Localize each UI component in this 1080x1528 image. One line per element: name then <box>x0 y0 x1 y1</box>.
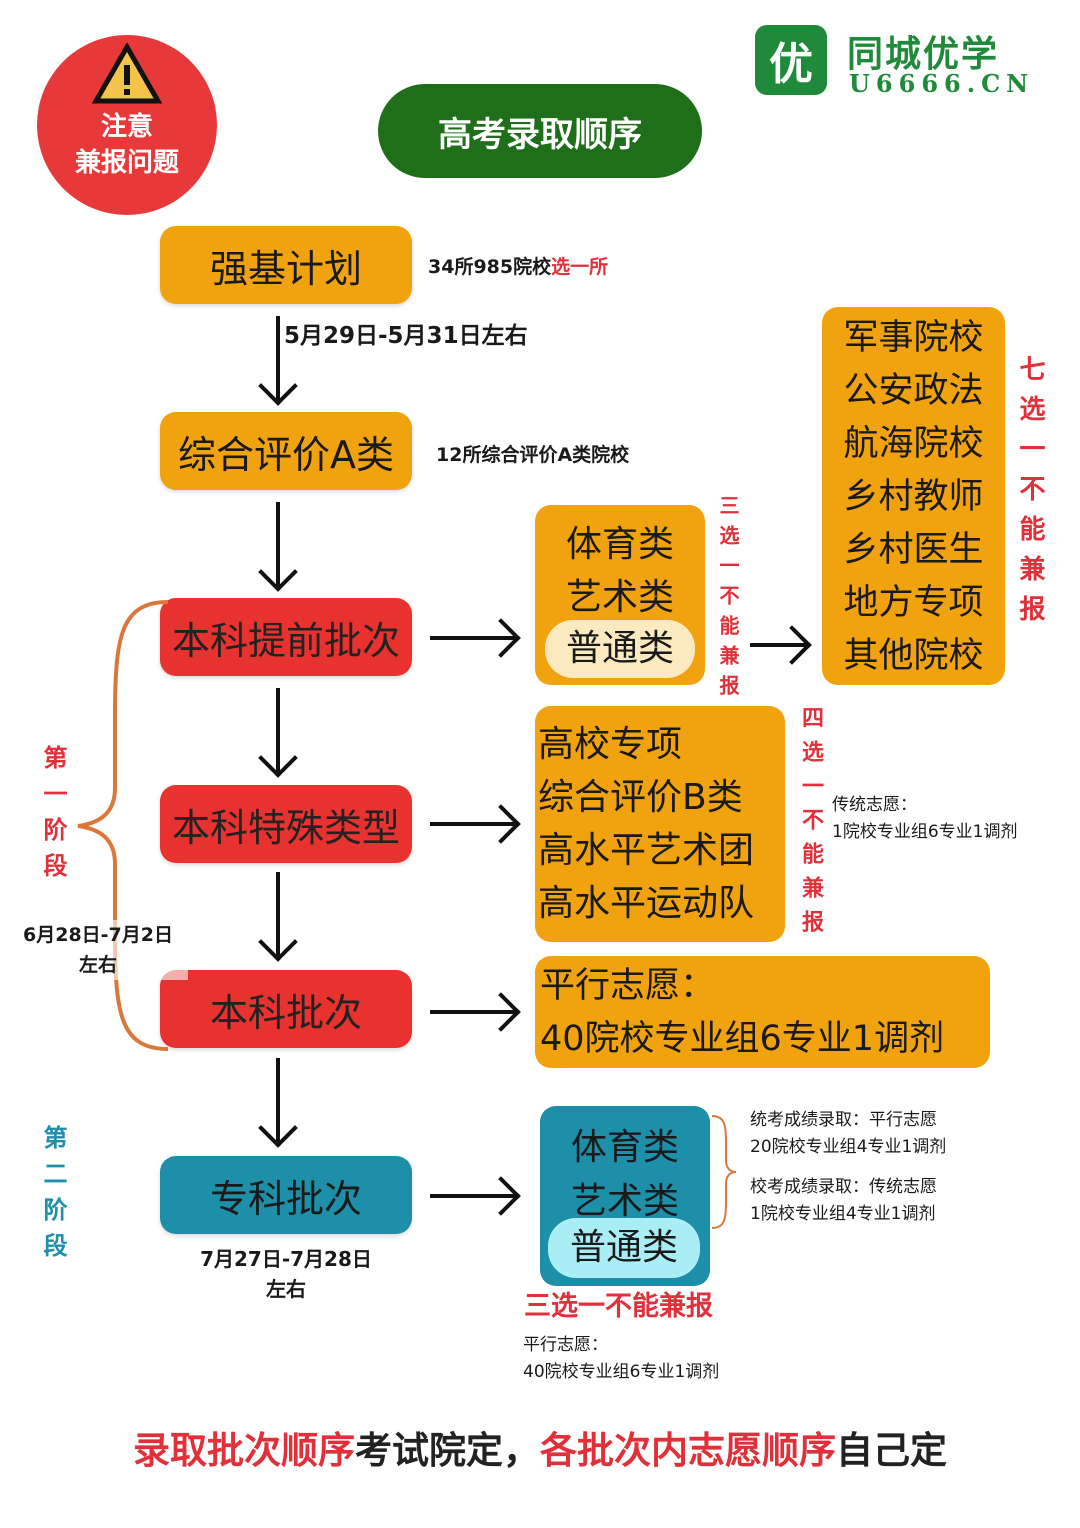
warning-line2: 兼报问题 <box>74 148 179 178</box>
arrow-right <box>430 636 515 640</box>
zhuanke-option-normal: 普通类 <box>548 1218 700 1278</box>
tiqian-subrule: 七选一不能兼报 <box>1015 355 1045 635</box>
warning-line1: 注意 <box>100 112 153 142</box>
benke-volunteer: 平行志愿：40院校专业组6专业1调剂 <box>540 966 945 1059</box>
arrow-down <box>276 502 280 586</box>
arrow-down <box>276 688 280 772</box>
teshu-box: 本科特殊类型 <box>160 785 412 863</box>
page-title: 高考录取顺序 <box>378 84 702 178</box>
arrow-down <box>276 872 280 956</box>
zonghe-a-note: 12所综合评价A类院校 <box>436 444 630 466</box>
stage1-date: 6月28日-7月2日左右 <box>8 920 188 980</box>
zhuanke-date: 7月27日-7月28日左右 <box>200 1247 372 1301</box>
arrow-right <box>430 1194 515 1198</box>
zhuanke-rule: 三选一不能兼报 <box>524 1291 713 1322</box>
stage1-label: 第一阶段 <box>39 745 67 889</box>
arrow-right <box>430 822 515 826</box>
qiangji-box: 强基计划 <box>160 226 412 304</box>
tiqian-suboptions: 军事院校公安政法航海院校乡村教师乡村医生地方专项其他院校 <box>843 318 984 676</box>
logo-url: U6666.CN <box>849 69 1035 98</box>
zhuanke-option: 艺术类 <box>570 1181 679 1222</box>
arrow-down <box>276 1058 280 1142</box>
zhuanke-box: 专科批次 <box>160 1156 412 1234</box>
zhuanke-normal-note: 平行志愿：40院校专业组6专业1调剂 <box>523 1335 720 1382</box>
tiqian-option: 艺术类 <box>565 577 674 618</box>
tiqian-option: 体育类 <box>565 524 674 565</box>
tiqian-suboptions-box <box>822 307 1005 685</box>
zhuanke-option: 体育类 <box>570 1127 679 1168</box>
arrow-right <box>750 643 806 647</box>
teshu-note: 传统志愿：1院校专业组6专业1调剂 <box>832 795 1018 842</box>
qiangji-date: 5月29日-5月31日左右 <box>284 323 528 349</box>
tiqian-option-normal: 普通类 <box>545 620 695 678</box>
footer-note: 录取批次顺序考试院定，各批次内志愿顺序自己定 <box>133 1429 947 1472</box>
logo-mark: 优 <box>755 25 827 95</box>
tiqian-rule: 三选一不能兼报 <box>716 495 740 705</box>
benke-box: 本科批次 <box>160 970 412 1048</box>
warning-icon <box>91 41 163 104</box>
teshu-rule: 四选一不能兼报 <box>798 706 823 944</box>
stage2-label: 第二阶段 <box>39 1125 67 1269</box>
zhuanke-brace <box>711 1115 737 1229</box>
arrow-down <box>276 316 280 400</box>
tiqian-box: 本科提前批次 <box>160 598 412 676</box>
arrow-right <box>430 1010 515 1014</box>
zonghe-a-box: 综合评价A类 <box>160 412 412 490</box>
stage1-brace <box>77 600 169 1051</box>
logo-name: 同城优学 <box>847 34 1000 75</box>
teshu-options: 高校专项综合评价B类高水平艺术团高水平运动队 <box>538 724 755 924</box>
teshu-options-box <box>535 706 785 942</box>
qiangji-note: 34所985院校选一所 <box>428 256 609 278</box>
benke-volunteer-box <box>535 956 990 1068</box>
logo: 优 同城优学 U6666.CN <box>755 25 1055 98</box>
warning-badge: 注意 兼报问题 <box>37 35 217 215</box>
